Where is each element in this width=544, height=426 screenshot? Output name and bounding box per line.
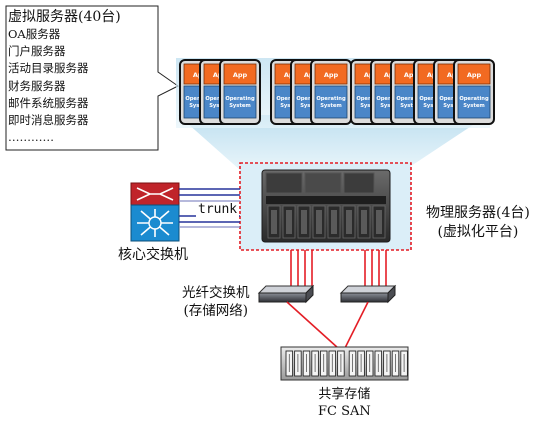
- vm-os-label: System: [320, 103, 342, 109]
- callout-item-portal: 门户服务器: [8, 44, 66, 59]
- fc-switch-label: 光纤交换机 (存储网络): [182, 284, 250, 320]
- vm-os-label: Operating: [225, 96, 255, 102]
- vm-os-label: System: [229, 103, 251, 109]
- fc-switch-title: 光纤交换机: [182, 285, 250, 301]
- callout-item-im: 即时消息服务器: [8, 113, 89, 128]
- vm-os-label: System: [463, 103, 485, 109]
- fc-switch-left: [257, 284, 315, 304]
- vm-app-label: App: [404, 71, 419, 79]
- trunk-label: trunk: [196, 202, 240, 217]
- fiber-lines: [290, 250, 387, 286]
- physical-servers-label: 物理服务器(4台) (虚拟化平台): [426, 204, 530, 242]
- storage-cable-left: [286, 301, 339, 349]
- virtual-servers-callout: 虚拟服务器(40台) OA服务器 门户服务器 活动目录服务器 财务服务器 邮件系…: [8, 8, 156, 147]
- shared-storage-title: 共享存储: [318, 387, 371, 402]
- fc-switch-right: [339, 284, 397, 304]
- shared-storage-icon: [280, 346, 409, 381]
- virtual-machine-stacks: AppOperatingSystemAppOperatingSystemAppO…: [179, 59, 495, 125]
- vm-app-label: App: [324, 71, 339, 79]
- vm-app-label: App: [467, 71, 482, 79]
- virtualization-fan: [178, 115, 488, 170]
- vm-os-label: Operating: [459, 96, 489, 102]
- callout-item-finance: 财务服务器: [8, 78, 66, 93]
- callout-item-ellipsis: …………: [8, 130, 54, 145]
- vm-os-label: System: [400, 103, 422, 109]
- storage-cable-right: [344, 301, 369, 349]
- vm-app-label: App: [233, 71, 248, 79]
- physical-server-chassis: [261, 169, 391, 243]
- callout-item-active-directory: 活动目录服务器: [8, 61, 89, 76]
- vm-os-label: Operating: [316, 96, 346, 102]
- core-switch-label: 核心交换机: [118, 247, 188, 263]
- physical-servers-platform: (虚拟化平台): [437, 224, 519, 240]
- virtual-servers-title: 虚拟服务器(40台): [8, 9, 121, 25]
- shared-storage-label: 共享存储 FC SAN: [318, 386, 371, 420]
- callout-item-oa: OA服务器: [8, 27, 61, 41]
- physical-servers-count: 物理服务器(4台): [426, 205, 530, 221]
- vm-os-label: Operating: [396, 96, 426, 102]
- fc-switch-subtitle: (存储网络): [183, 303, 249, 319]
- shared-storage-type: FC SAN: [318, 404, 371, 419]
- callout-item-mail: 邮件系统服务器: [8, 95, 89, 110]
- core-switch-icon: [130, 182, 180, 242]
